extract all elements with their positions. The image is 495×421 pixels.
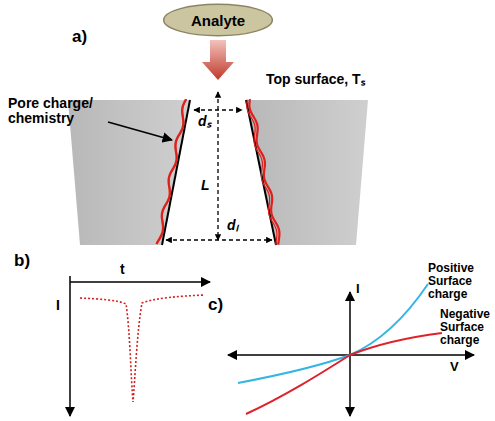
surface-label: Top surface, Tₛ [266, 72, 365, 87]
axis-label: I [56, 298, 60, 313]
pore-coating [247, 100, 277, 245]
time-axis [70, 281, 210, 283]
pore-wall [162, 100, 190, 245]
analyte-arrow [202, 40, 234, 80]
leader-arrow [108, 122, 172, 140]
axis-label: V [450, 360, 459, 374]
curve-label: Negative Surface charge [440, 308, 492, 348]
pore-coating [249, 99, 279, 244]
pore-coating [156, 99, 186, 244]
dimension-l [217, 92, 218, 240]
membrane-left [68, 100, 190, 245]
axis-label: t [120, 262, 125, 277]
negative-iv-curve [246, 333, 442, 414]
membrane-right [246, 100, 368, 245]
current-trace [80, 295, 205, 402]
panel-label: a) [72, 28, 87, 47]
pore-coating [157, 99, 187, 244]
panel-label: c) [208, 296, 223, 315]
curve-label: Positive Surface charge [428, 262, 492, 302]
analyte-ellipse: Analyte [162, 3, 274, 37]
axis-label: I [356, 282, 360, 296]
dimension-label: dₛ [197, 114, 212, 129]
dimension-label: L [200, 178, 211, 193]
dimension-label: dₗ [226, 218, 239, 233]
node-label: Analyte [191, 12, 245, 29]
pore-charge-label: Pore charge/ chemistry [8, 96, 108, 127]
current-axis [69, 276, 71, 416]
dimension-dl [166, 239, 272, 240]
pore-wall [246, 100, 276, 245]
panel-label: b) [14, 252, 30, 271]
positive-iv-curve [238, 284, 428, 383]
